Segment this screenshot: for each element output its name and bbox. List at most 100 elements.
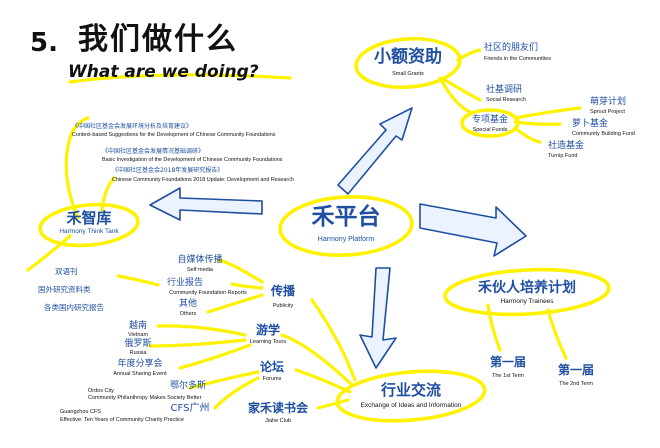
vietnam-label: 越南 xyxy=(128,321,148,331)
oval-think-tank xyxy=(38,202,140,248)
page-subtitle: What are we doing? xyxy=(68,62,259,82)
think-tank-item-domestic: 各类国内研究报告 xyxy=(44,303,104,312)
connector-exchange-jiahe xyxy=(316,398,350,410)
forums-title: 论坛 xyxy=(259,360,285,374)
connector-special-creation xyxy=(513,126,542,144)
first-term-label: 第一届 xyxy=(489,355,527,369)
creation-subtitle: Turnip Fund xyxy=(548,153,578,159)
report-2-subtitle: Basic Investigation of the Development o… xyxy=(102,157,283,163)
report-1-subtitle: Context-based Suggestions for the Develo… xyxy=(72,132,276,138)
ordos-subtitle-2: Community Philanthropy Makes Society Bet… xyxy=(88,395,202,401)
report-3-title: 《中国社区基金会2018年发展研究报告》 xyxy=(112,167,224,174)
think-tank-item-bilingual: 双语刊 xyxy=(55,267,78,276)
connector-forum-cfs xyxy=(213,376,260,410)
forums-subtitle: Forums xyxy=(262,376,282,382)
small-grants-title: 小额资助 xyxy=(374,47,442,67)
cfs-label: CFS广州 xyxy=(170,403,210,414)
title-number: 5. xyxy=(30,28,58,58)
jiahe-title: 家禾读书会 xyxy=(247,401,309,415)
russia-subtitle: Russia xyxy=(129,350,147,356)
small-grants-subtitle: Small Grants xyxy=(392,71,424,77)
special-funds-label: 专项基金 xyxy=(471,115,509,125)
title-underline xyxy=(68,73,292,84)
platform-subtitle: Harmony Platform xyxy=(317,236,375,243)
arrow-to-think-tank xyxy=(149,187,263,221)
cfs-subtitle: Guangzhou CFS xyxy=(60,409,101,415)
annual-subtitle: Annual Sharing Event xyxy=(113,371,167,377)
turnip-subtitle: Community Building Fund xyxy=(572,131,635,137)
ordos-subtitle: Ordos City xyxy=(88,388,114,394)
connector-trainees-2 xyxy=(546,308,568,360)
report-1-title: 《中国社区基金会发展环境分析及培育建议》 xyxy=(72,123,193,130)
russia-label: 俄罗斯 xyxy=(124,339,152,349)
connector-tank-reports xyxy=(64,116,90,220)
report-subtitle: Community Foundation Reports xyxy=(169,290,247,296)
report-label: 行业报告 xyxy=(166,278,204,288)
publicity-title: 传播 xyxy=(270,284,296,298)
creation-label: 社造基金 xyxy=(548,141,585,151)
sprout-label: 萌芽计划 xyxy=(590,97,627,107)
second-term-subtitle: The 2nd Term xyxy=(559,381,593,387)
connector-pub-self xyxy=(216,258,264,284)
oval-trainees xyxy=(443,267,611,317)
connector-grants-special xyxy=(438,76,472,114)
connector-left-arrows xyxy=(116,274,160,287)
connector-special-turnip xyxy=(513,120,562,126)
annual-label: 年度分享会 xyxy=(117,359,163,369)
connector-learning-ru xyxy=(148,338,247,348)
platform-title: 禾平台 xyxy=(311,204,381,230)
cfs-subtitle-2: Effective: Ten Years of Community Charit… xyxy=(60,417,184,423)
self-media-subtitle: Self media xyxy=(187,267,213,273)
think-tank-item-foreign: 国外研究资料类 xyxy=(38,285,91,294)
self-media-label: 自媒体传播 xyxy=(177,255,223,265)
friends-label: 社区的朋友们 xyxy=(484,43,539,53)
others-label: 其他 xyxy=(178,299,198,309)
exchange-subtitle: Exchange of Ideas and Information xyxy=(360,402,462,409)
report-2-title: 《中国社区基金会发展情况基础调研》 xyxy=(102,148,205,155)
exchange-title: 行业交流 xyxy=(380,381,442,399)
oval-small-grants xyxy=(354,36,462,90)
think-tank-subtitle: Harmony Think Tank xyxy=(59,228,119,235)
learning-subtitle: Learning Tours xyxy=(249,339,287,345)
sprout-subtitle: Sprout Project xyxy=(590,109,625,115)
arrow-to-trainees xyxy=(419,203,527,257)
second-term-label: 第一届 xyxy=(557,363,595,377)
connector-forum-ordos xyxy=(188,370,260,390)
friends-subtitle: Friends in the Communities xyxy=(484,56,551,62)
turnip-label: 萝卜基金 xyxy=(572,119,609,129)
others-subtitle: Others xyxy=(179,311,197,317)
oval-special-funds xyxy=(460,108,520,138)
connector-trainees-1 xyxy=(486,303,502,352)
connector-exchange-up xyxy=(310,298,357,382)
arrow-to-small-grants xyxy=(337,107,413,195)
special-funds-subtitle: Special Funds xyxy=(472,127,508,133)
arrow-to-exchange xyxy=(359,267,397,369)
trainees-title: 禾伙人培养计划 xyxy=(478,280,576,296)
connector-exchange-forum xyxy=(294,368,352,394)
oval-harmony-platform xyxy=(278,195,414,257)
report-3-subtitle: Chinese Community Foundations 2018 Updat… xyxy=(112,177,294,183)
connector-tank-doc3 xyxy=(100,176,116,212)
connector-tank-left xyxy=(26,234,72,272)
research-label: 社基调研 xyxy=(486,85,523,95)
learning-title: 游学 xyxy=(255,323,281,337)
connector-pub-report xyxy=(230,282,264,290)
research-subtitle: Social Research xyxy=(486,97,527,103)
publicity-subtitle: Publicity xyxy=(272,303,294,309)
connector-pub-others xyxy=(206,293,264,314)
connector-grants-research xyxy=(443,78,482,102)
trainees-subtitle: Harmony Trainees xyxy=(500,298,554,305)
jiahe-subtitle: Jiahe Club xyxy=(265,418,291,424)
think-tank-title: 禾智库 xyxy=(66,209,112,227)
connector-learning-vn xyxy=(156,324,247,337)
first-term-subtitle: The 1st Term xyxy=(492,373,524,379)
connector-exchange-learning xyxy=(280,333,354,387)
page-title: 我们做什么 xyxy=(78,22,238,57)
ordos-label: 鄂尔多斯 xyxy=(169,381,207,391)
connector-learning-annual xyxy=(178,343,252,370)
vietnam-subtitle: Vietnam xyxy=(127,332,149,338)
connector-special-sprout xyxy=(513,106,582,120)
oval-exchange xyxy=(335,369,487,423)
